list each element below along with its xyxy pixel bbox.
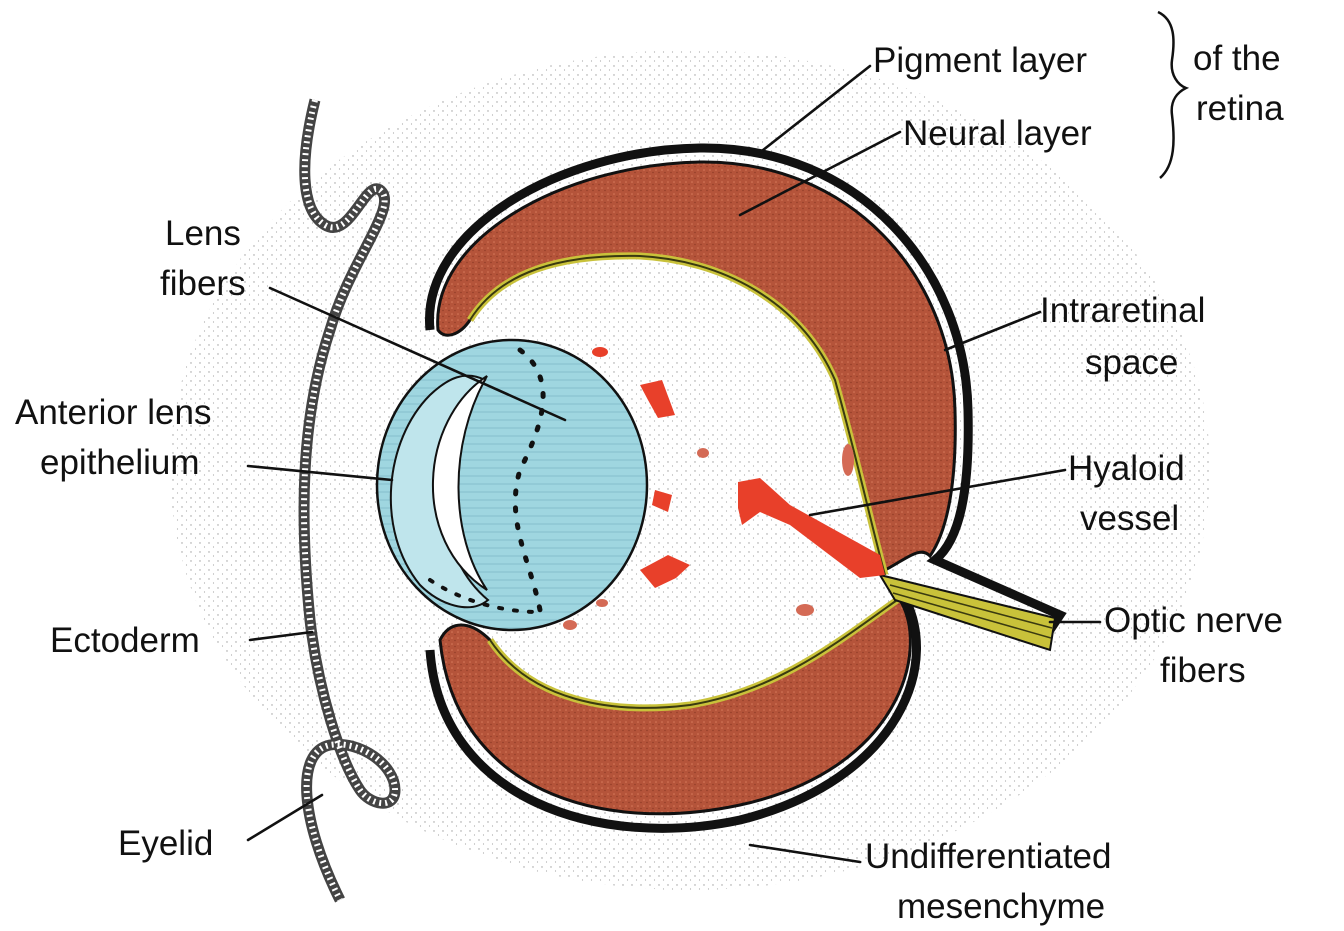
hyaloid-fragment (596, 599, 608, 607)
label-mesenchyme-1: Undifferentiated (865, 837, 1111, 876)
label-lens-fibers-1: Lens (165, 214, 241, 253)
label-mesenchyme-2: mesenchyme (897, 887, 1105, 926)
hyaloid-fragment (697, 448, 709, 458)
label-hyaloid-2: vessel (1080, 499, 1179, 538)
label-anterior-1: Anterior lens (15, 393, 211, 432)
label-of-the: of the (1193, 39, 1281, 78)
retina-brace (1158, 12, 1186, 178)
label-intraretinal-2: space (1085, 343, 1178, 382)
label-eyelid: Eyelid (118, 824, 213, 863)
label-lens-fibers-2: fibers (160, 264, 246, 303)
label-anterior-2: epithelium (40, 443, 200, 482)
label-pigment-layer: Pigment layer (873, 41, 1087, 80)
label-ectoderm: Ectoderm (50, 621, 200, 660)
hyaloid-fragment (563, 620, 577, 630)
hyaloid-fragment (796, 604, 814, 616)
label-retina: retina (1196, 89, 1284, 128)
label-neural-layer: Neural layer (903, 114, 1092, 153)
label-hyaloid-1: Hyaloid (1068, 449, 1185, 488)
hyaloid-fragment (592, 347, 608, 357)
label-intraretinal-1: Intraretinal (1040, 291, 1205, 330)
label-optic-2: fibers (1160, 651, 1246, 690)
hyaloid-fragment (842, 444, 854, 476)
label-optic-1: Optic nerve (1104, 601, 1283, 640)
